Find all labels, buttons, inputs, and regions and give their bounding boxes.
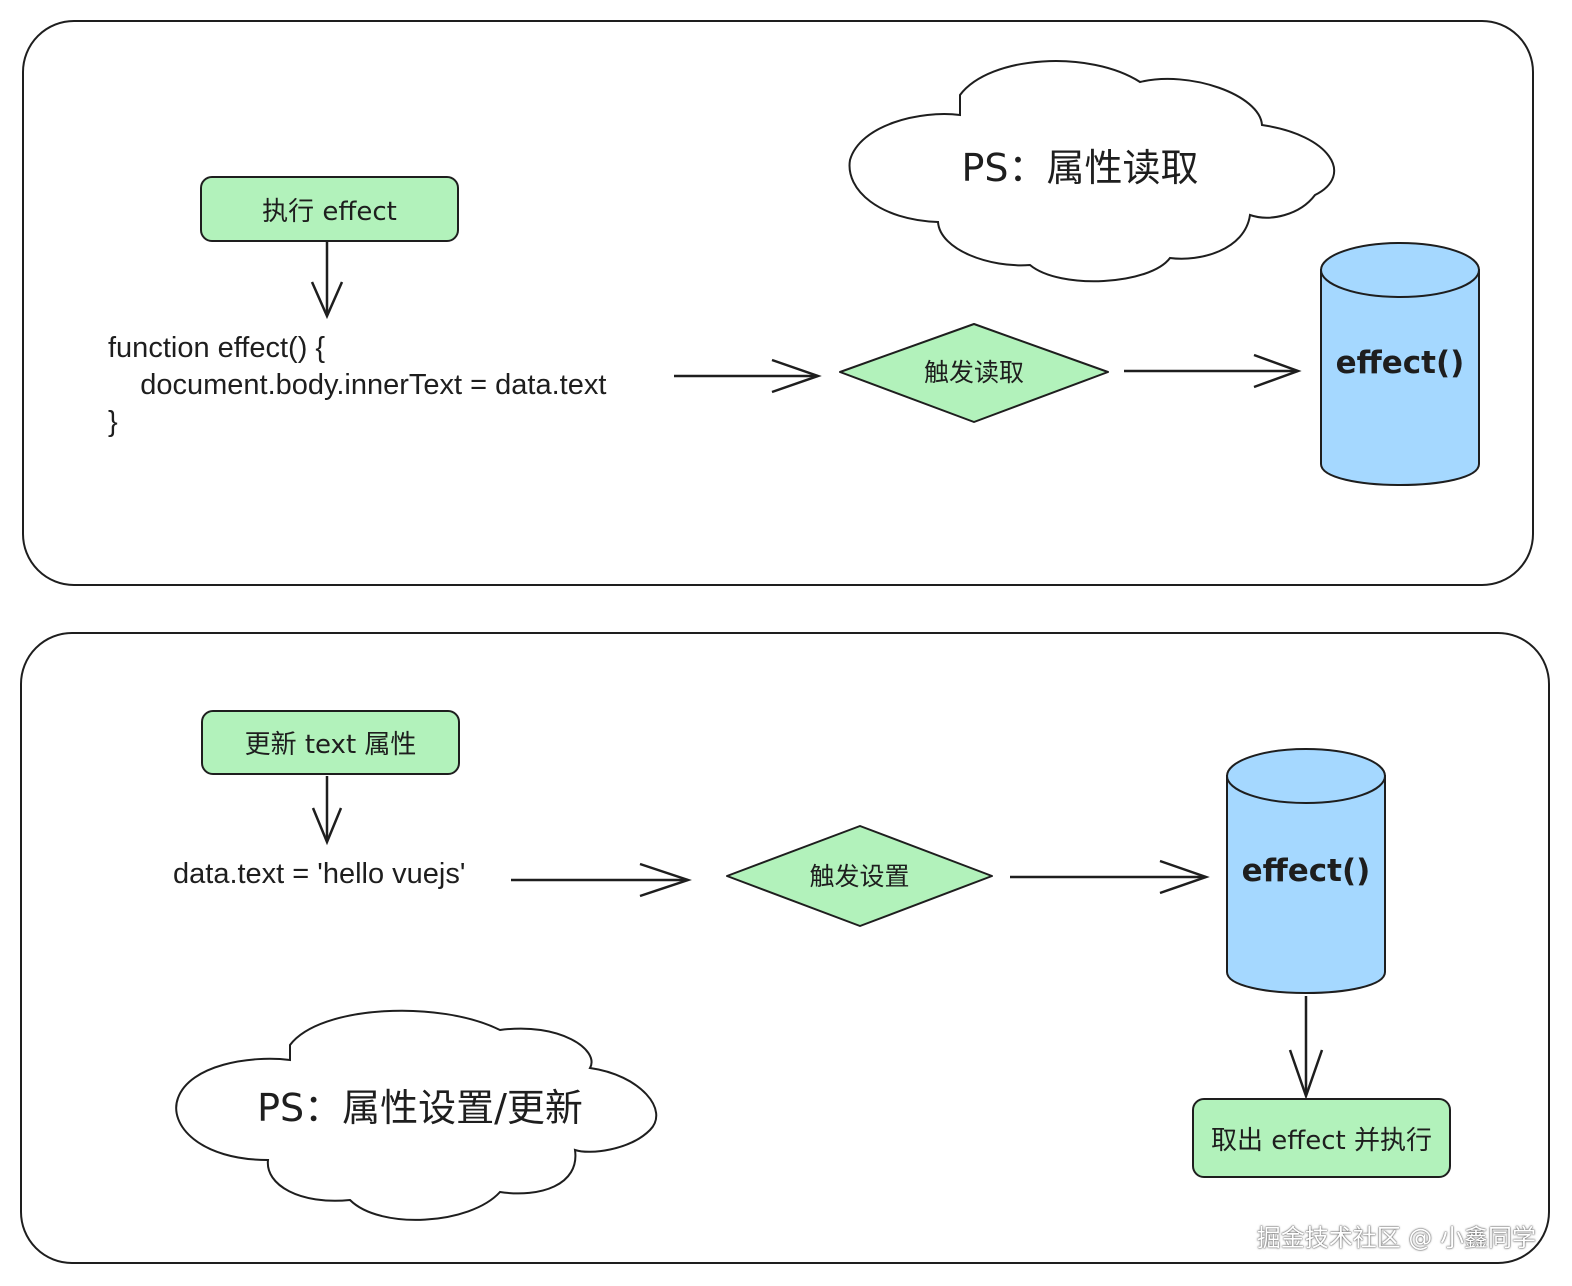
cloud-shape-bottom (175, 1009, 658, 1221)
cloud-note-bottom: PS：属性设置/更新 (257, 1085, 583, 1130)
start-box-top: 执行 effect (200, 176, 459, 242)
cloud-note-top: PS：属性读取 (961, 145, 1199, 190)
store-cylinder-top (1320, 269, 1480, 486)
decision-diamond-bottom (726, 825, 993, 927)
store-cylinder-bottom-lid (1226, 748, 1386, 804)
store-cylinder-top-lid (1320, 242, 1480, 298)
cloud-shape-top (848, 60, 1336, 283)
arrowhead-decision-to-store-bottom (1159, 859, 1210, 895)
arrowhead-start-to-code-top (310, 281, 344, 320)
code-line-1: function effect() { (108, 332, 326, 364)
start-box-bottom: 更新 text 属性 (201, 710, 460, 775)
code-block-top: function effect() { document.body.innerT… (108, 330, 606, 441)
arrowhead-code-to-decision-bottom (639, 862, 692, 898)
code-line-bottom: data.text = 'hello vuejs' (173, 858, 466, 890)
arrowhead-decision-to-store-top (1253, 353, 1302, 389)
code-line-3: } (108, 406, 118, 438)
decision-label-bottom: 触发设置 (809, 862, 910, 891)
code-line-2: document.body.innerText = data.text (108, 369, 607, 401)
arrowhead-start-to-code-bottom (311, 807, 343, 846)
store-label-top: effect() (1335, 345, 1465, 381)
arrowhead-store-to-end-bottom (1288, 1049, 1324, 1100)
store-label-bottom: effect() (1241, 853, 1371, 889)
decision-label-top: 触发读取 (923, 358, 1024, 387)
end-box-bottom: 取出 effect 并执行 (1192, 1098, 1451, 1178)
store-cylinder-bottom (1226, 775, 1386, 994)
decision-diamond-top (839, 323, 1109, 423)
bottom-panel (20, 632, 1550, 1264)
top-panel (22, 20, 1534, 586)
arrowhead-code-to-decision-top (771, 358, 822, 394)
watermark: 掘金技术社区 @ 小鑫同学 (1256, 1224, 1536, 1252)
